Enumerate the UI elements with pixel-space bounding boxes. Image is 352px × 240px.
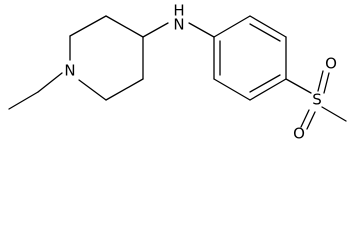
atom-label-oxygen-2: O bbox=[293, 125, 305, 143]
bond-ring-c6-n bbox=[78, 79, 107, 101]
ethyl-group bbox=[8, 72, 63, 110]
bond-aryl-c5-c6 bbox=[213, 78, 251, 101]
bond-s-o2-b bbox=[306, 111, 316, 130]
bond-ring-c3-c4 bbox=[105, 15, 144, 38]
atom-label-amine-n: N bbox=[173, 16, 184, 34]
bond-c4-nh bbox=[142, 22, 169, 38]
atom-label-oxygen-1: O bbox=[325, 55, 337, 73]
atom-label-amine-h: H bbox=[173, 2, 184, 20]
bond-nh-aryl bbox=[188, 22, 215, 38]
amine-linker bbox=[142, 22, 215, 38]
bond-s-o1-b bbox=[323, 72, 330, 94]
bond-aryl-c4-c5 bbox=[249, 78, 287, 101]
atom-label-piperidine-n: N bbox=[64, 62, 75, 80]
bond-s-o1-a bbox=[317, 70, 324, 92]
bond-ring-c2-c3 bbox=[69, 15, 107, 37]
bond-aryl-c1-c2 bbox=[213, 15, 251, 38]
piperidine-ring bbox=[69, 15, 144, 101]
bond-aryl-inner-1 bbox=[249, 23, 281, 42]
molecule-structure: N H N S O O bbox=[8, 2, 347, 143]
bond-s-ch3 bbox=[321, 106, 347, 122]
methylsulfonyl-group bbox=[285, 70, 347, 130]
bond-ethyl-ch3-ch2 bbox=[8, 91, 39, 110]
atom-label-sulfur: S bbox=[312, 91, 322, 109]
bond-aryl-inner-2 bbox=[249, 74, 281, 93]
bond-aryl-s bbox=[285, 78, 312, 94]
bond-ethyl-ch2-n bbox=[37, 72, 63, 93]
bond-ring-c5-c6 bbox=[105, 78, 144, 101]
bond-s-o2-a bbox=[300, 109, 310, 128]
bond-aryl-c2-c3 bbox=[249, 15, 287, 38]
benzene-ring bbox=[213, 15, 287, 101]
